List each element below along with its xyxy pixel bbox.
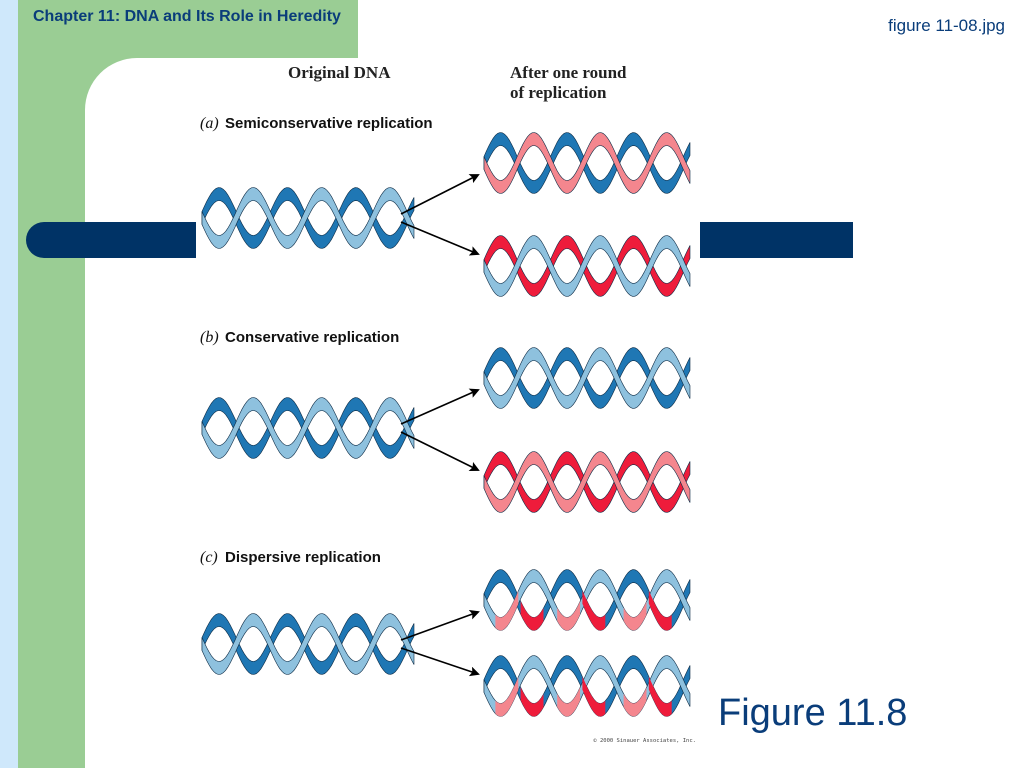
daughter-helix-a-2 (483, 235, 691, 297)
navy-bar-right (700, 222, 853, 258)
daughter-helix-c-1-mixed-patch-front (495, 591, 519, 631)
original-helix-a (201, 187, 415, 249)
copyright-notice: © 2000 Sinauer Associates, Inc. (593, 738, 696, 744)
daughter-helix-c-2 (483, 655, 691, 717)
daughter-helix-c-2-mixed-patch-front (557, 687, 581, 717)
part-c-title: Dispersive replication (225, 549, 381, 566)
arrow-down-c (400, 647, 480, 677)
daughter-helix-b-2-strand-front (483, 451, 691, 513)
green-sidebar (18, 0, 85, 768)
arrow-up-b (400, 388, 480, 425)
original-helix-b (201, 397, 415, 459)
figure-label: Figure 11.8 (718, 692, 908, 734)
arrow-down-b (400, 431, 480, 471)
chapter-title: Chapter 11: DNA and Its Role in Heredity (33, 8, 341, 25)
part-b-letter: (b) (200, 329, 219, 346)
daughter-helix-c-1-mixed-patch-back (520, 601, 544, 631)
column-header-after-line2: of replication (510, 83, 607, 102)
daughter-helix-c-1-mixed-patch-back (648, 590, 672, 631)
dna-replication-diagram: Original DNA After one round of replicat… (196, 58, 700, 746)
column-header-after-line1: After one round (510, 63, 627, 82)
arrow-down-a (400, 221, 480, 256)
original-helix-a-strand-front (201, 187, 415, 249)
daughter-helix-c-1-mixed-patch-front (557, 601, 581, 631)
daughter-helix-b-2 (483, 451, 691, 513)
left-accent-strip (0, 0, 18, 768)
daughter-helix-c-1 (483, 569, 691, 631)
original-helix-c-strand-front (201, 613, 415, 675)
daughter-helix-c-2-mixed-patch-front (623, 687, 647, 717)
part-b-title: Conservative replication (225, 329, 399, 346)
column-header-original: Original DNA (288, 63, 391, 82)
daughter-helix-a-2-strand-front (483, 235, 691, 297)
daughter-helix-c-2-mixed-patch-back (582, 676, 606, 717)
arrow-up-c (400, 610, 480, 641)
original-helix-c (201, 613, 415, 675)
daughter-helix-c-2-mixed-patch-back (520, 687, 544, 717)
daughter-helix-a-1-strand-front (483, 132, 691, 194)
daughter-helix-c-2-mixed-patch-back (648, 676, 672, 717)
original-helix-b-strand-front (201, 397, 415, 459)
daughter-helix-c-2-mixed-patch-front (495, 677, 519, 717)
part-c-letter: (c) (200, 549, 218, 566)
daughter-helix-a-1 (483, 132, 691, 194)
daughter-helix-b-1-strand-front (483, 347, 691, 409)
daughter-helix-b-1 (483, 347, 691, 409)
daughter-helix-c-1-mixed-patch-back (582, 590, 606, 631)
navy-bar-left (26, 222, 206, 258)
green-title-band (18, 0, 358, 58)
part-a-title: Semiconservative replication (225, 115, 433, 132)
helix-group (201, 132, 691, 717)
part-a-letter: (a) (200, 115, 219, 132)
arrow-up-a (400, 174, 480, 215)
daughter-helix-c-1-mixed-patch-front (623, 601, 647, 631)
file-name-label: figure 11-08.jpg (888, 16, 1005, 35)
